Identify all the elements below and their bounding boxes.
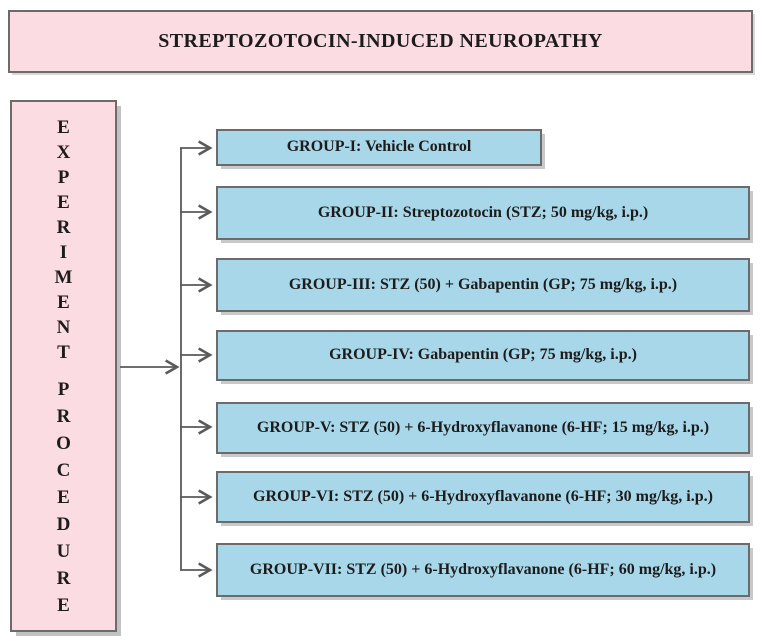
side-letter: P [57, 379, 70, 400]
side-word-procedure: P R O C E D U R E [56, 376, 71, 619]
side-letter: E [57, 487, 70, 508]
title-box: STREPTOZOTOCIN-INDUCED NEUROPATHY [8, 10, 753, 73]
side-letter: E [57, 192, 70, 213]
side-letter: R [56, 217, 71, 238]
experiment-procedure-box: E X P E R I M E N T P R O C E D U R E [10, 100, 117, 632]
side-letter: P [57, 167, 70, 188]
side-letter: E [57, 595, 70, 616]
side-letter: E [57, 117, 70, 138]
group-box-2: GROUP-II: Streptozotocin (STZ; 50 mg/kg,… [216, 186, 750, 240]
side-letter: C [56, 460, 71, 481]
group-box-1: GROUP-I: Vehicle Control [216, 129, 542, 166]
group-box-5: GROUP-V: STZ (50) + 6-Hydroxyflavanone (… [216, 402, 750, 454]
side-letter: X [56, 142, 71, 163]
group-label: GROUP-V: STZ (50) + 6-Hydroxyflavanone (… [256, 418, 710, 436]
side-letter: N [56, 317, 71, 338]
group-label: GROUP-II: Streptozotocin (STZ; 50 mg/kg,… [317, 203, 649, 221]
diagram-title: STREPTOZOTOCIN-INDUCED NEUROPATHY [158, 30, 603, 52]
group-box-6: GROUP-VI: STZ (50) + 6-Hydroxyflavanone … [216, 471, 750, 523]
group-label: GROUP-III: STZ (50) + Gabapentin (GP; 75… [288, 275, 678, 293]
side-letter: I [59, 242, 68, 263]
side-letter: T [57, 342, 70, 363]
group-label: GROUP-VII: STZ (50) + 6-Hydroxyflavanone… [249, 560, 717, 578]
side-letter: M [54, 267, 73, 288]
side-letter: O [56, 433, 71, 454]
side-letter: R [56, 406, 71, 427]
side-letter: E [57, 292, 70, 313]
group-box-7: GROUP-VII: STZ (50) + 6-Hydroxyflavanone… [216, 543, 750, 597]
side-letter: R [56, 568, 71, 589]
group-label: GROUP-I: Vehicle Control [286, 138, 472, 156]
side-word-experiment: E X P E R I M E N T [55, 115, 73, 365]
group-label: GROUP-IV: Gabapentin (GP; 75 mg/kg, i.p.… [329, 346, 637, 364]
side-letter: D [56, 514, 71, 535]
group-box-3: GROUP-III: STZ (50) + Gabapentin (GP; 75… [216, 258, 750, 312]
group-label: GROUP-VI: STZ (50) + 6-Hydroxyflavanone … [253, 487, 713, 505]
group-box-4: GROUP-IV: Gabapentin (GP; 75 mg/kg, i.p.… [216, 330, 750, 381]
side-letters: E X P E R I M E N T P R O C E D U R E [12, 102, 115, 630]
side-letter: U [56, 541, 71, 562]
